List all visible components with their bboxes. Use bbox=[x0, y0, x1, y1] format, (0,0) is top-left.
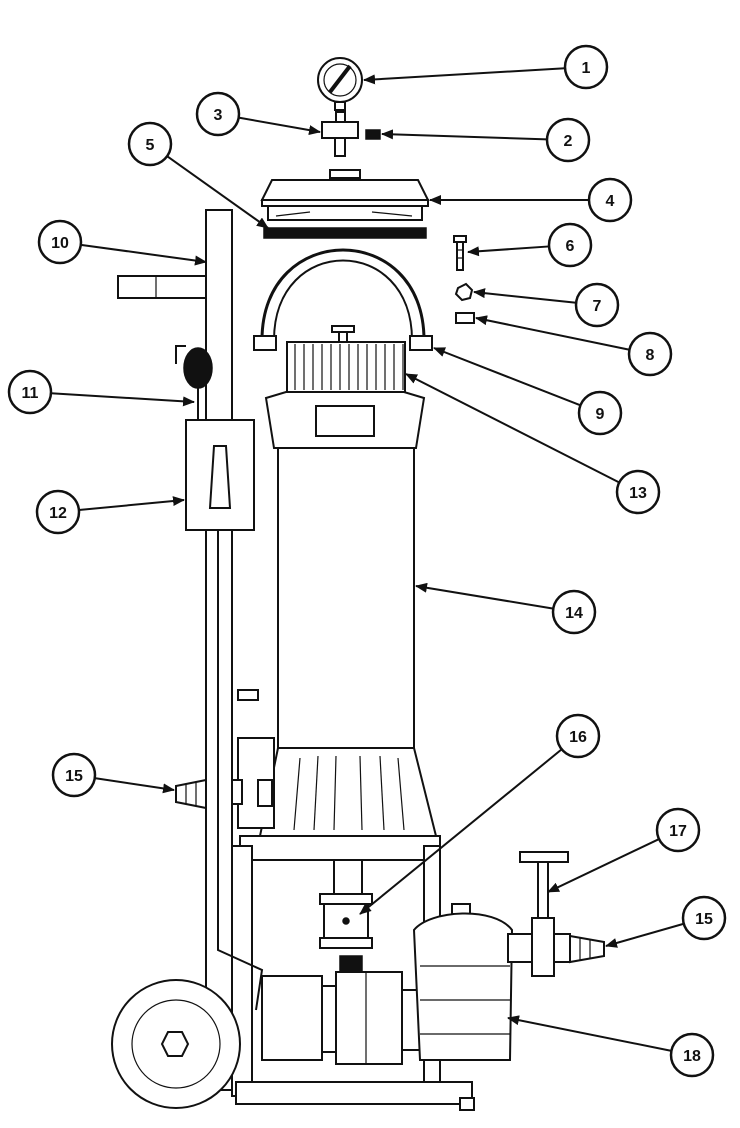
callout-leader-18 bbox=[507, 1015, 672, 1052]
callout-number: 18 bbox=[683, 1048, 701, 1065]
callout-13: 13 bbox=[615, 469, 661, 515]
callout-circle bbox=[563, 44, 609, 90]
callout-circle bbox=[574, 282, 620, 328]
callout-9: 9 bbox=[577, 390, 623, 436]
callout-number: 6 bbox=[566, 238, 575, 255]
callout-12: 12 bbox=[35, 489, 81, 535]
callout-number: 10 bbox=[51, 235, 69, 252]
pressure-gauge bbox=[317, 57, 363, 111]
callout-leader-8 bbox=[475, 315, 630, 351]
callout-10: 10 bbox=[37, 219, 83, 265]
callout-leader-15 bbox=[94, 777, 175, 794]
callout-number: 9 bbox=[596, 406, 605, 423]
callout-5: 5 bbox=[127, 121, 173, 167]
callout-6: 6 bbox=[547, 222, 593, 268]
prefilter-canister bbox=[412, 903, 514, 1061]
cord-plug bbox=[175, 345, 213, 420]
callout-number: 5 bbox=[146, 137, 155, 154]
inlet-fitting-left bbox=[175, 737, 275, 829]
callout-circle bbox=[195, 91, 241, 137]
callout-14: 14 bbox=[551, 589, 597, 635]
callout-2: 2 bbox=[545, 117, 591, 163]
callout-4: 4 bbox=[587, 177, 633, 223]
callout-leader-5 bbox=[166, 155, 269, 229]
callout-7: 7 bbox=[574, 282, 620, 328]
housing-lid bbox=[260, 169, 430, 221]
callout-leader-1 bbox=[363, 67, 566, 85]
callout-17: 17 bbox=[655, 807, 701, 853]
plug-fitting bbox=[365, 129, 381, 140]
gauge-tee bbox=[321, 111, 359, 157]
callout-number: 11 bbox=[22, 385, 39, 402]
callout-leader-15 bbox=[605, 922, 685, 948]
callout-number: 13 bbox=[629, 485, 647, 502]
callout-circle bbox=[615, 469, 661, 515]
lid-gasket bbox=[263, 227, 427, 239]
cart-wheel bbox=[111, 979, 241, 1109]
callout-leader-9 bbox=[433, 347, 581, 407]
callout-15: 15 bbox=[681, 895, 727, 941]
callout-circle bbox=[627, 331, 673, 377]
callout-leader-6 bbox=[467, 245, 550, 257]
callout-number: 1 bbox=[582, 60, 591, 77]
callout-number: 4 bbox=[606, 193, 615, 210]
callout-circle bbox=[35, 489, 81, 535]
bail-clamp bbox=[253, 248, 433, 351]
callout-leader-7 bbox=[473, 288, 577, 304]
callout-circle bbox=[545, 117, 591, 163]
callout-number: 8 bbox=[646, 347, 655, 364]
callout-circle bbox=[551, 589, 597, 635]
callout-circle bbox=[7, 369, 53, 415]
callout-number: 15 bbox=[695, 911, 713, 928]
outlet-fitting-right bbox=[507, 933, 605, 964]
callout-1: 1 bbox=[563, 44, 609, 90]
callout-circle bbox=[555, 713, 601, 759]
bolt bbox=[453, 235, 467, 271]
callout-leader-2 bbox=[381, 129, 548, 141]
callout-circle bbox=[51, 752, 97, 798]
callout-number: 2 bbox=[564, 133, 573, 150]
clamp-block bbox=[455, 312, 475, 324]
callout-number: 16 bbox=[569, 729, 587, 746]
callout-number: 7 bbox=[593, 298, 602, 315]
callout-leader-16 bbox=[359, 748, 563, 915]
callout-number: 14 bbox=[565, 605, 583, 622]
callout-circle bbox=[37, 219, 83, 265]
filter-cartridge bbox=[286, 325, 406, 393]
callout-leader-13 bbox=[405, 373, 620, 484]
check-valve bbox=[319, 859, 373, 973]
pump-motor bbox=[261, 971, 423, 1065]
callout-leader-14 bbox=[415, 582, 554, 610]
callout-15: 15 bbox=[51, 752, 97, 798]
callout-circle bbox=[127, 121, 173, 167]
callout-number: 3 bbox=[214, 107, 223, 124]
callout-circle bbox=[547, 222, 593, 268]
nut bbox=[454, 282, 474, 302]
callout-circle bbox=[587, 177, 633, 223]
callout-circle bbox=[669, 1032, 715, 1078]
callout-number: 12 bbox=[49, 505, 67, 522]
callout-11: 11 bbox=[7, 369, 53, 415]
callout-number: 15 bbox=[65, 768, 83, 785]
callout-leader-12 bbox=[78, 496, 185, 512]
callout-circle bbox=[577, 390, 623, 436]
callout-18: 18 bbox=[669, 1032, 715, 1078]
housing-collar-top bbox=[264, 391, 426, 449]
callout-number: 17 bbox=[669, 823, 687, 840]
callout-16: 16 bbox=[555, 713, 601, 759]
callout-3: 3 bbox=[195, 91, 241, 137]
callout-leader-17 bbox=[547, 838, 660, 893]
callout-leader-11 bbox=[50, 392, 195, 407]
switch-box bbox=[185, 419, 255, 531]
callout-leader-10 bbox=[80, 243, 207, 266]
callout-leader-3 bbox=[238, 116, 321, 136]
callout-circle bbox=[655, 807, 701, 853]
callout-8: 8 bbox=[627, 331, 673, 377]
callout-circle bbox=[681, 895, 727, 941]
filter-housing bbox=[277, 447, 415, 749]
